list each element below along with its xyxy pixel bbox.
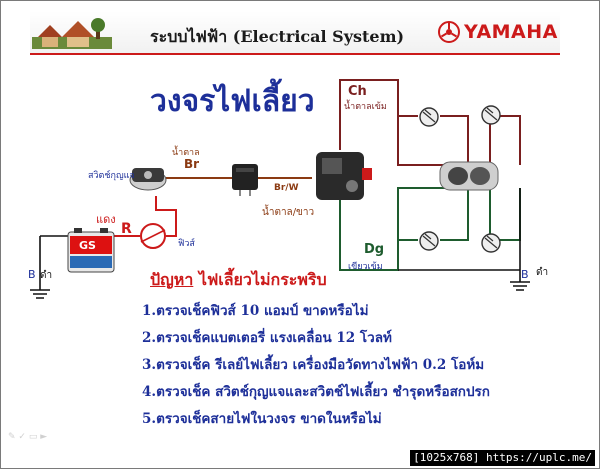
red-wire <box>112 196 177 237</box>
checklist-item: 1.ตรวจเช็คฟิวส์ 10 แอมป์ ขาดหรือไม่ <box>142 303 369 319</box>
ch-dark-brown-wire <box>339 79 521 166</box>
fuse-link <box>140 229 166 243</box>
r-label: R <box>121 221 132 237</box>
brown-white-label: น้ำตาล/ขาว <box>262 207 315 218</box>
yamaha-logo: YAMAHA <box>438 21 558 43</box>
wiring-diagram <box>30 79 530 299</box>
checklist-item: 5.ตรวจเช็คสายไฟในวงจร ขาดในหรือไม่ <box>142 411 382 427</box>
dg-dark-green-wire <box>339 187 521 271</box>
brown-label: น้ำตาล <box>172 148 200 158</box>
diagram-heading: วงจรไฟเลี้ยว <box>150 84 315 119</box>
checklist: 1.ตรวจเช็คฟิวส์ 10 แอมป์ ขาดหรือไม่ 2.ตร… <box>142 298 490 433</box>
watermark: [1025x768] https://uplc.me/ <box>410 450 595 466</box>
checklist-item: 4.ตรวจเช็ค สวิตช์กุญแจและสวิตช์ไฟเลี้ยว … <box>142 384 490 400</box>
battery-label: GS <box>79 239 96 252</box>
meter-panel-icon <box>439 161 499 191</box>
pen-icon[interactable]: ✎ <box>8 432 16 442</box>
br-label: Br <box>184 157 200 171</box>
black-right-label: ดำ <box>536 267 549 278</box>
handlebar-switch-icon <box>316 152 372 200</box>
title-bar: ระบบไฟฟ้า (Electrical System) YAMAHA <box>30 11 560 55</box>
black-wire-right <box>398 188 530 291</box>
red-label: แดง <box>96 213 116 226</box>
ch-label: Ch <box>348 84 367 99</box>
checklist-item: 3.ตรวจเช็ค รีเลย์ไฟเลี้ยว เครื่องมือวัดท… <box>142 357 485 373</box>
rear-left-bulb-icon <box>419 231 439 251</box>
slideshow-toolbar[interactable]: ✎ ✓ ▭ ► <box>8 432 47 442</box>
problem-text: ไฟเลี้ยวไม่กระพริบ <box>198 270 327 289</box>
slide <box>4 4 594 448</box>
fuse-label: ฟิวส์ <box>178 239 195 249</box>
br-w-label: Br/W <box>274 183 299 193</box>
next-icon[interactable]: ► <box>40 432 48 442</box>
b-left-label: B <box>28 268 36 281</box>
black-left-label: ดำ <box>40 270 53 281</box>
brand-name: YAMAHA <box>464 21 558 43</box>
flasher-relay-icon <box>232 164 258 196</box>
problem-title: ปัญหา <box>150 270 194 289</box>
battery-icon <box>67 228 115 273</box>
ignition-switch-icon <box>129 168 167 191</box>
front-right-bulb-icon <box>481 105 501 125</box>
page-title: ระบบไฟฟ้า (Electrical System) <box>150 27 405 46</box>
dg-label: Dg <box>364 242 385 257</box>
front-left-bulb-icon <box>419 107 439 127</box>
yamaha-tuning-fork-icon <box>438 21 460 43</box>
checklist-item: 2.ตรวจเช็คแบตเตอรี่ แรงเคลื่อน 12 โวลท์ <box>142 330 392 346</box>
menu-icon[interactable]: ▭ <box>28 432 38 442</box>
check-icon[interactable]: ✓ <box>18 432 26 442</box>
dark-brown-label: น้ำตาลเข้ม <box>344 102 387 112</box>
dark-green-label: เขียวเข้ม <box>348 262 383 272</box>
black-wire-left <box>30 236 50 299</box>
problem-heading: ปัญหา ไฟเลี้ยวไม่กระพริบ <box>150 268 327 293</box>
house-logo-icon <box>32 18 112 49</box>
rear-right-bulb-icon <box>481 233 501 253</box>
b-right-label: B <box>521 268 529 281</box>
ignition-switch-label: สวิตช์กุญแจ <box>88 171 135 181</box>
